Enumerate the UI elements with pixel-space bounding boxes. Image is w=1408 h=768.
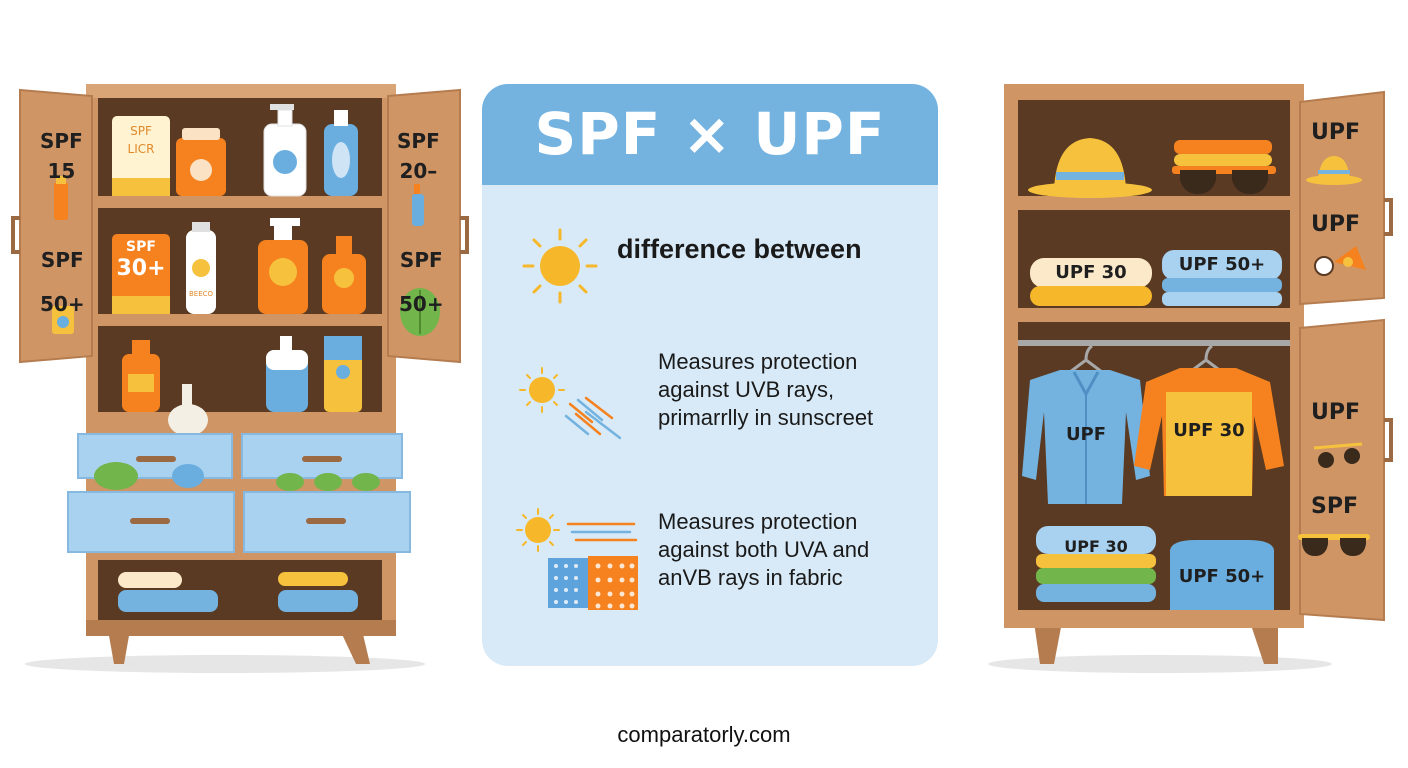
- upf-description: Measures protection against both UVA and…: [658, 509, 870, 590]
- fabric-rays-icon: [516, 508, 638, 610]
- left-cabinet-door-left: [19, 88, 93, 364]
- door-label-spf: SPF: [1311, 494, 1358, 519]
- sunglasses-icon: [1172, 166, 1276, 194]
- folded-clothes-stack: [1162, 250, 1282, 280]
- folded-towel: [278, 572, 348, 586]
- mini-sunscreen-tube: [54, 182, 68, 220]
- tube-label-spf-30: SPF 30+: [116, 239, 166, 281]
- door-label-spf-20: SPF 20–: [397, 129, 440, 183]
- left-cabinet-shadow: [25, 655, 425, 673]
- mini-sunglasses-icon: [1298, 534, 1370, 556]
- sunscreen-tube: [112, 116, 170, 196]
- door-handle: [460, 216, 469, 254]
- tube-label: SPF LICR: [127, 124, 155, 156]
- drawer-handle: [302, 456, 342, 462]
- drawer-handle: [130, 518, 170, 524]
- folded-clothes-stack: [1036, 526, 1156, 554]
- door-label-upf: UPF: [1311, 212, 1361, 237]
- folded-towel: [278, 590, 358, 612]
- door-label-upf: UPF: [1311, 120, 1361, 145]
- folded-shirt: [1174, 140, 1272, 154]
- door-label-spf-50: SPF 50+: [40, 248, 85, 316]
- folded-towel: [118, 572, 182, 588]
- mini-sunglasses-icon: [1314, 246, 1366, 276]
- left-cabinet-door-right: [387, 88, 461, 364]
- sunscreen-tube: [112, 234, 170, 314]
- folded-shirt: [1174, 154, 1272, 166]
- leaf-icon: [352, 473, 380, 491]
- shelf: [1016, 308, 1292, 322]
- right-cabinet-shadow: [988, 655, 1332, 673]
- shelf: [1016, 196, 1292, 210]
- uvb-rays-icon: [519, 367, 622, 440]
- panel-heading: difference between: [617, 234, 862, 264]
- leaf-icon: [172, 464, 204, 488]
- right-cabinet-door-bottom: [1299, 318, 1385, 622]
- door-label-upf: UPF: [1311, 400, 1361, 425]
- door-label-spf-50-right: SPF 50+: [399, 248, 444, 316]
- folded-label-upf-50: UPF 50+: [1178, 566, 1266, 587]
- mini-spray-bottle: [412, 194, 424, 226]
- right-cabinet-door-top: [1299, 90, 1385, 306]
- stack-label-upf-30: UPF 30: [1055, 262, 1127, 283]
- door-handle: [11, 216, 20, 254]
- leaf-icon: [314, 473, 342, 491]
- shirt-label-upf-30: UPF 30: [1173, 420, 1245, 441]
- leaf-icon: [94, 462, 138, 490]
- mini-sunglasses-icon: [1313, 442, 1363, 468]
- panel-title: SPF × UPF: [534, 100, 886, 168]
- door-handle: [1384, 418, 1393, 462]
- stack-label-upf-50: UPF 50+: [1178, 254, 1266, 275]
- door-label-spf-15: SPF 15: [40, 129, 83, 183]
- folded-label-upf-30: UPF 30: [1064, 537, 1128, 556]
- shirt-label-upf: UPF: [1065, 424, 1107, 445]
- folded-towel: [118, 590, 218, 612]
- shelf: [96, 314, 384, 326]
- leaf-icon: [276, 473, 304, 491]
- sunscreen-pump: [168, 404, 208, 436]
- left-cabinet-leg: [108, 630, 130, 664]
- footer-domain: comparatorly.com: [617, 722, 791, 747]
- left-cabinet-leg: [340, 630, 370, 664]
- sun-icon: [522, 228, 598, 304]
- shelf: [96, 412, 384, 424]
- panel-header: [482, 84, 938, 185]
- folded-clothes-stack: [1030, 258, 1152, 288]
- right-cabinet-leg: [1250, 622, 1278, 664]
- spf-description: Measures protection against UVB rays, pr…: [658, 349, 874, 430]
- bottle-label: BEECO: [188, 290, 214, 298]
- right-cabinet-leg: [1034, 622, 1062, 664]
- drawer-handle: [136, 456, 176, 462]
- drawer-handle: [306, 518, 346, 524]
- mini-hat-icon: [1306, 156, 1362, 185]
- folded-tshirt: [1170, 540, 1274, 610]
- hanging-rod: [1018, 340, 1290, 346]
- door-handle: [1384, 198, 1393, 236]
- comparison-panel: SPF × UPF difference between: [482, 84, 938, 666]
- shelf: [96, 196, 384, 208]
